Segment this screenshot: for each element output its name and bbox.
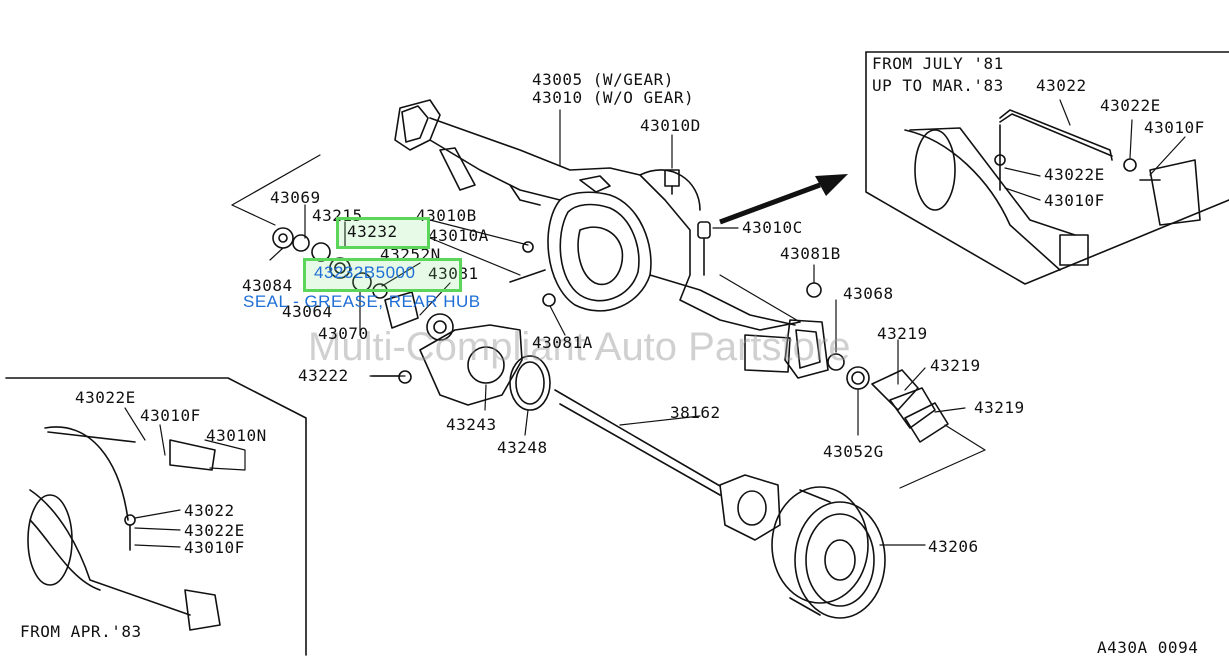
axle-shaft (554, 389, 781, 541)
label-43010A: 43010A (428, 226, 489, 245)
inset-label-bl-43010F: 43010F (140, 406, 201, 425)
inset-label-43022E-mid: 43022E (1044, 165, 1105, 184)
hub-seal-bearing-group (272, 227, 551, 411)
label-43219-top: 43219 (877, 324, 928, 343)
label-43068: 43068 (843, 284, 894, 303)
selected-part-code: 43232B5000 (314, 263, 416, 282)
part-hotspot-43232[interactable]: 43232 (336, 217, 430, 249)
label-43084: 43084 (242, 276, 293, 295)
inset-label-bl-43022E: 43022E (75, 388, 136, 407)
selected-part-description: SEAL - GREASE, REAR HUB (243, 292, 481, 311)
inset-label-bl-43022: 43022 (184, 501, 235, 520)
inset-top-right-drawing (904, 109, 1201, 271)
hotspot-label-43232: 43232 (347, 222, 398, 241)
label-43243: 43243 (446, 415, 497, 434)
label-43010B: 43010B (416, 206, 477, 225)
backing-plates (871, 369, 949, 443)
leader-lines (124, 99, 1186, 548)
label-43069: 43069 (270, 188, 321, 207)
inset-top-right-title-line1: FROM JULY '81 (872, 54, 1004, 73)
label-43081A: 43081A (532, 333, 593, 352)
label-43070: 43070 (318, 324, 369, 343)
inset-label-bl-43010F-b: 43010F (184, 538, 245, 557)
figure-code: A430A 0094 (1097, 638, 1199, 657)
label-43064: 43064 (282, 302, 333, 321)
inset-top-right-frame (865, 51, 1229, 285)
label-43206: 43206 (928, 537, 979, 556)
part-hotspot-selected[interactable]: 43232B5000 (303, 258, 462, 292)
inset-label-bl-43010N: 43010N (206, 426, 267, 445)
inset-bottom-left-title: FROM APR.'83 (20, 622, 142, 641)
inset-label-bl-43022E-b: 43022E (184, 521, 245, 540)
label-43219-mid: 43219 (930, 356, 981, 375)
label-43081B: 43081B (780, 244, 841, 263)
label-43248: 43248 (497, 438, 548, 457)
watermark-text: Multi-Compliant Auto Partstore (308, 325, 851, 369)
inset-label-43022: 43022 (1036, 76, 1087, 95)
label-43052G: 43052G (823, 442, 884, 461)
label-43222: 43222 (298, 366, 349, 385)
label-43005: 43005 (W/GEAR) (532, 70, 674, 89)
axle-housing (394, 99, 829, 379)
inset-label-43022E-top: 43022E (1100, 96, 1161, 115)
label-43081: 43081 (428, 264, 479, 283)
label-43010D: 43010D (640, 116, 701, 135)
inset-top-right-title-line2: UP TO MAR.'83 (872, 76, 1004, 95)
inset-label-43010F-mid: 43010F (1044, 191, 1105, 210)
label-43010C: 43010C (742, 218, 803, 237)
inset-label-43010F-top: 43010F (1144, 118, 1205, 137)
direction-arrow (719, 174, 848, 225)
label-43219-low: 43219 (974, 398, 1025, 417)
label-38162: 38162 (670, 403, 721, 422)
inset-bottom-left-frame (5, 377, 307, 656)
inset-bottom-left-drawing (27, 426, 221, 631)
brake-drum (771, 486, 886, 619)
label-43010: 43010 (W/O GEAR) (532, 88, 695, 107)
